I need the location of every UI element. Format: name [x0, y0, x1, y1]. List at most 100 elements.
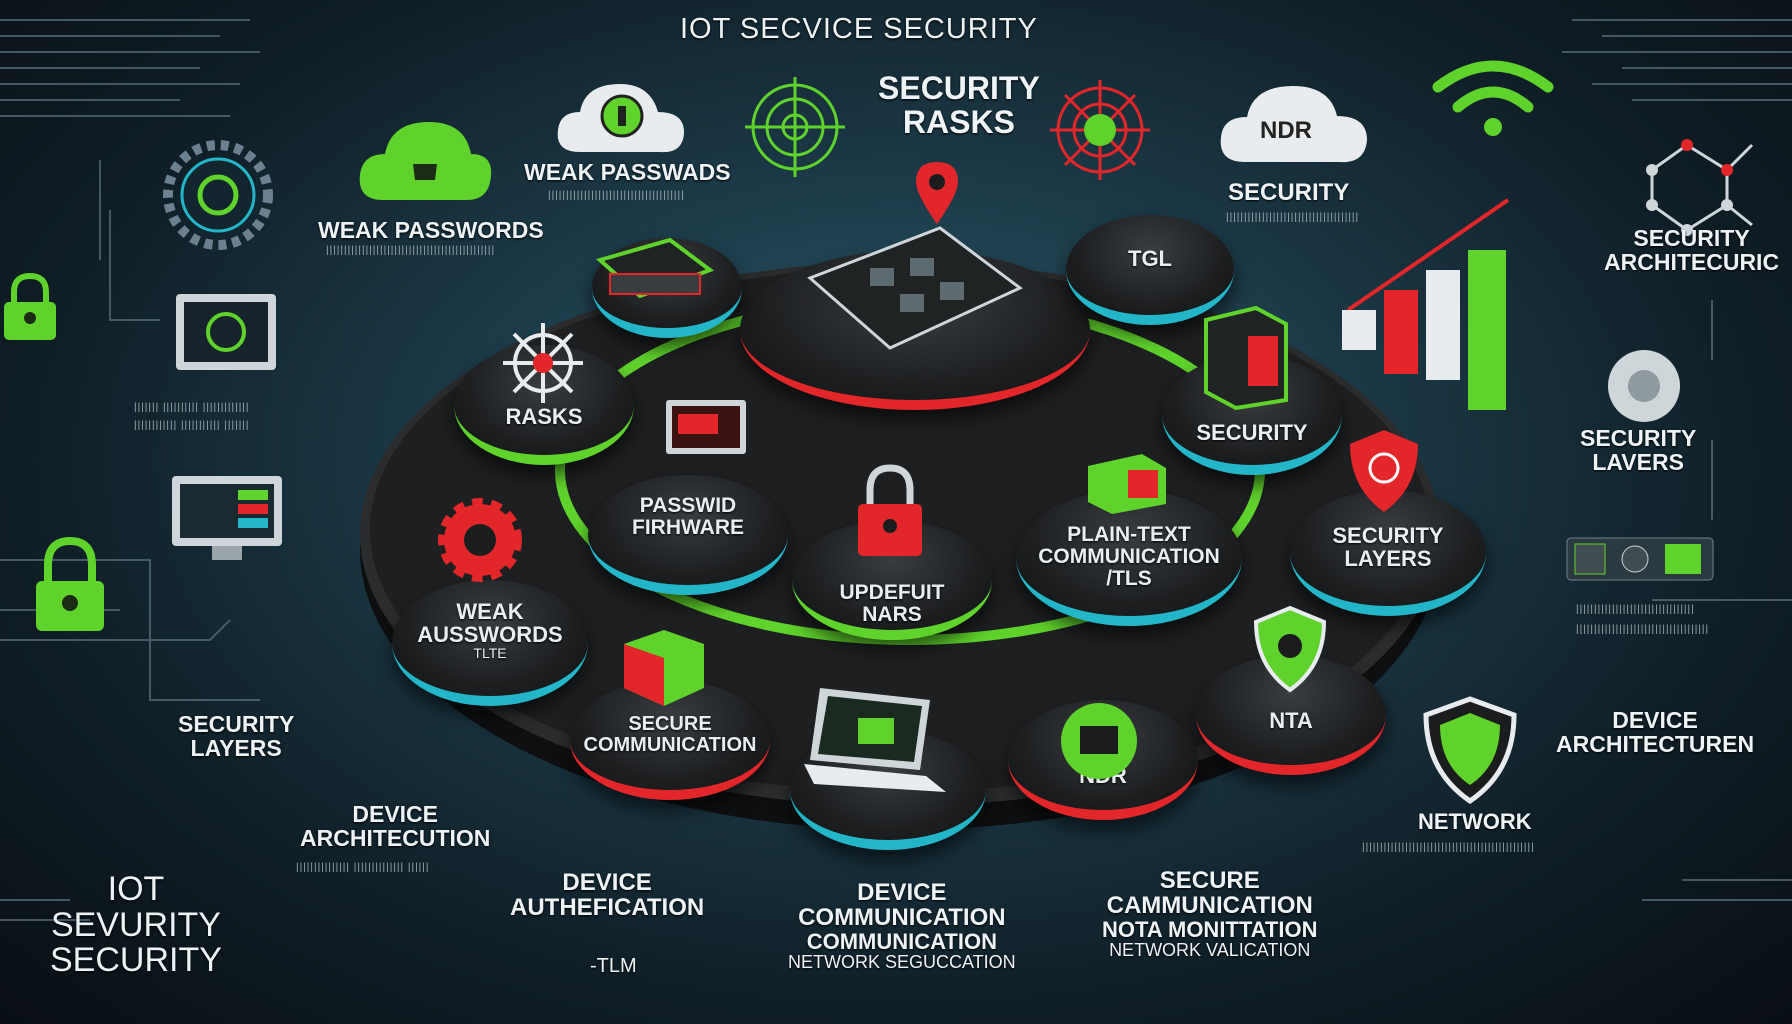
node-security-mid-label: SECURITY — [1196, 420, 1308, 445]
iot-block-line3: SECURITY — [50, 941, 222, 980]
node-weak-passwords-label: WEAK AUSSWORDS TLTE — [392, 600, 588, 661]
node-passwords-firmware[interactable]: PASSWID FIRHWARE — [588, 475, 788, 595]
left-security-layers-line1: SECURITY — [178, 711, 295, 737]
module-icon — [595, 237, 715, 299]
pw-fw-line2: FIRHWARE — [632, 516, 744, 540]
cloud-lock-icon — [557, 84, 685, 153]
weak-passwords-left-label: WEAK PASSWORDS — [318, 217, 544, 243]
plain-line2: COMMUNICATION — [1038, 545, 1220, 569]
node-security-layers-label: SECURITY LAYERS — [1290, 524, 1486, 570]
chip-icon — [807, 226, 1023, 350]
red-gear-icon — [438, 498, 522, 582]
security-rasks-line1: SECURITY — [878, 70, 1040, 106]
security-rasks-line2: RASKS — [902, 103, 1015, 140]
node-plain-text[interactable]: PLAIN-TEXT COMMUNICATION /TLS — [1016, 490, 1242, 626]
cube-icon — [624, 630, 704, 706]
scb-line3: NOTA MONITTATION — [1102, 917, 1318, 943]
network-caption: ||||||||||||||||||||||||||||||||||||||||… — [1362, 842, 1535, 853]
pw-fw-line1: PASSWID — [639, 494, 737, 517]
helm-icon — [503, 323, 583, 403]
wp-sub: TLTE — [473, 645, 507, 662]
security-right-label: SECURITY — [1228, 179, 1350, 206]
security-right-caption: ||||||||||||||||||||||||||||||||||||| — [1226, 212, 1360, 223]
green-shield-icon — [1253, 605, 1327, 693]
left-device-arch-line2: ARCHITECUTION — [300, 825, 491, 852]
node-update-defaults-label: UPDEFUIT NARS — [792, 581, 992, 627]
dc-line2: COMMUNICATION — [798, 904, 1006, 932]
iot-security-block: IOT SEVURITY SECURITY — [50, 870, 222, 980]
ndr-cloud-icon — [1220, 86, 1367, 163]
node-nta[interactable]: NTA — [1196, 655, 1386, 775]
scb-line2: CAMMUNICATION — [1106, 892, 1313, 920]
right-device-architecture-label: DEVICE ARCHITECTUREN — [1556, 708, 1754, 756]
target-icon — [745, 77, 845, 177]
node-tgl[interactable]: TGL — [1066, 215, 1234, 325]
network-label: NETWORK — [1418, 809, 1532, 834]
device-panel-icon — [1566, 537, 1714, 581]
node-rasks-label: RASKS — [505, 404, 583, 429]
left-caption-1: ||||||| |||||||||| ||||||||||||| — [134, 402, 250, 413]
sl-line2: LAYERS — [1344, 546, 1432, 572]
red-padlock-icon — [858, 464, 922, 556]
iot-block-line1: IOT — [107, 870, 165, 908]
left-circuit-lines — [0, 19, 260, 921]
round-button-icon — [1608, 350, 1680, 422]
page-title: IOT SECVICE SECURITY — [680, 13, 1038, 45]
padlock-large-icon — [36, 536, 104, 631]
left-security-layers-line2: LAYERS — [190, 735, 282, 762]
plain-line1: PLAIN-TEXT — [1067, 523, 1191, 546]
dc-line1: DEVICE — [857, 879, 947, 906]
node-tgl-label: TGL — [1128, 246, 1172, 271]
auth-line1: DEVICE — [562, 869, 652, 896]
device-authentication-sub: -TLM — [590, 955, 637, 977]
right-caption-1: ||||||||||||||||||||||||||||||||| — [1576, 604, 1695, 615]
upd-line2: NARS — [862, 603, 922, 627]
monitor-icon — [176, 294, 276, 370]
node-security-layers[interactable]: SECURITY LAYERS — [1290, 490, 1486, 616]
right-device-arch-line1: DEVICE — [1612, 707, 1698, 733]
dc-line4: NETWORK SEGUCCATION — [788, 952, 1016, 973]
node-secure-comm-label: SECURE COMMUNICATION — [570, 714, 770, 756]
plain-line3: /TLS — [1106, 567, 1152, 591]
left-device-arch-line1: DEVICE — [352, 801, 439, 827]
auth-line2: AUTHEFICATION — [510, 894, 705, 922]
server-icon — [1204, 305, 1288, 410]
laptop-red-icon — [666, 400, 746, 454]
right-circuit-lines — [1562, 19, 1792, 901]
left-device-caption: ||||||||||||||| |||||||||||||| |||||| — [296, 862, 430, 873]
right-sec-layers-line2: LAVERS — [1592, 449, 1684, 476]
ndr-emblem-icon — [1061, 703, 1137, 779]
location-pin-icon — [916, 162, 958, 224]
wifi-icon — [1432, 60, 1554, 136]
node-plain-text-label: PLAIN-TEXT COMMUNICATION /TLS — [1016, 523, 1242, 591]
sc-line1: SECURE — [628, 713, 712, 735]
bar-chart-icon — [1342, 198, 1510, 410]
device-communication-label: DEVICE COMMUNICATION COMMUNICATION NETWO… — [788, 880, 1016, 972]
left-caption-2: |||||||||||| ||||||||||| ||||||| — [134, 420, 250, 431]
padlock-icon — [4, 272, 56, 340]
right-sec-arch-line1: SECURITY — [1633, 225, 1750, 251]
wp-line2: AUSSWORDS — [417, 622, 563, 648]
scb-line4: NETWORK VALICATION — [1109, 940, 1311, 961]
weak-passwords-left-caption: ||||||||||||||||||||||||||||||||||||||||… — [326, 245, 496, 256]
security-rasks-label: SECURITY RASKS — [878, 70, 1040, 140]
node-weak-passwords[interactable]: WEAK AUSSWORDS TLTE — [392, 580, 588, 706]
ndr-cloud-label: NDR — [1260, 117, 1312, 144]
sl-line1: SECURITY — [1332, 523, 1444, 548]
device-authentication-label: DEVICE AUTHEFICATION — [510, 869, 705, 922]
right-device-arch-line2: ARCHITECTUREN — [1556, 731, 1755, 758]
right-caption-2: ||||||||||||||||||||||||||||||||||||| — [1576, 624, 1710, 635]
laptop-icon — [804, 688, 946, 792]
scb-line1: SECURE — [1159, 867, 1260, 894]
network-shield-icon — [1423, 696, 1517, 805]
network-graph-icon — [1646, 139, 1754, 236]
node-passwords-firmware-label: PASSWID FIRHWARE — [588, 494, 788, 540]
weak-passwords-top-caption: |||||||||||||||||||||||||||||||||||||| — [548, 190, 685, 201]
chart-monitor-icon — [172, 476, 282, 560]
right-sec-arch-line2: ARCHITECURIC — [1604, 249, 1780, 276]
box-icon — [1088, 454, 1166, 514]
right-security-architecture-label: SECURITY ARCHITECURIC — [1604, 226, 1779, 274]
sc-line2: COMMUNICATION — [583, 734, 757, 756]
gear-lock-icon — [163, 140, 273, 250]
iot-block-line2: SEVURITY — [50, 905, 221, 944]
